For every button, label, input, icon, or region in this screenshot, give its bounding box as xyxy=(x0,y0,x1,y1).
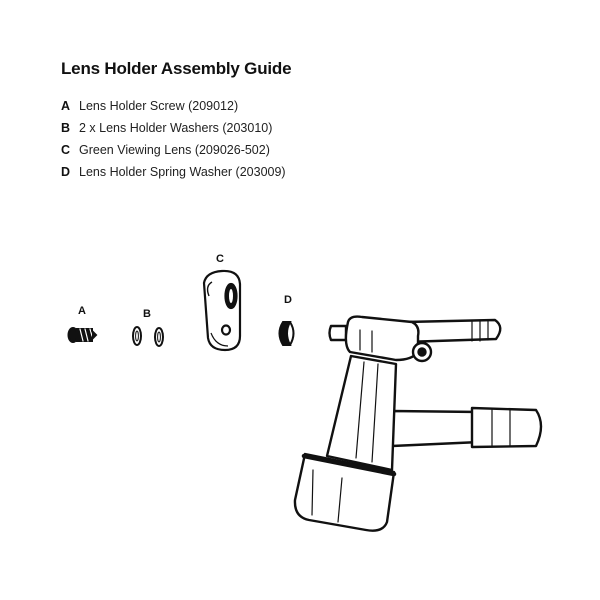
parts-list: A Lens Holder Screw (209012) B 2 x Lens … xyxy=(61,95,286,183)
parts-list-item: B 2 x Lens Holder Washers (203010) xyxy=(61,117,286,139)
page-title: Lens Holder Assembly Guide xyxy=(61,59,292,78)
lens-holder-washers-illustration xyxy=(132,326,164,347)
part-description: Lens Holder Spring Washer (203009) xyxy=(79,165,286,179)
callout-d-label: D xyxy=(284,294,292,306)
part-description: 2 x Lens Holder Washers (203010) xyxy=(79,121,273,135)
part-letter: C xyxy=(61,143,71,157)
callout-c-label: C xyxy=(216,253,224,265)
callout-b-label: B xyxy=(143,308,151,320)
part-description: Green Viewing Lens (209026-502) xyxy=(79,143,270,157)
lens-holder-spring-washer-illustration xyxy=(278,321,295,346)
lens-holder-screw-illustration xyxy=(67,327,98,343)
lens-holder-housing-illustration xyxy=(293,315,543,532)
callout-a-label: A xyxy=(78,305,86,317)
parts-list-item: A Lens Holder Screw (209012) xyxy=(61,95,286,117)
part-letter: D xyxy=(61,165,71,179)
part-letter: A xyxy=(61,99,71,113)
parts-list-item: D Lens Holder Spring Washer (203009) xyxy=(61,161,286,183)
green-viewing-lens-illustration xyxy=(202,269,242,352)
parts-list-item: C Green Viewing Lens (209026-502) xyxy=(61,139,286,161)
part-description: Lens Holder Screw (209012) xyxy=(79,99,239,113)
part-letter: B xyxy=(61,121,71,135)
